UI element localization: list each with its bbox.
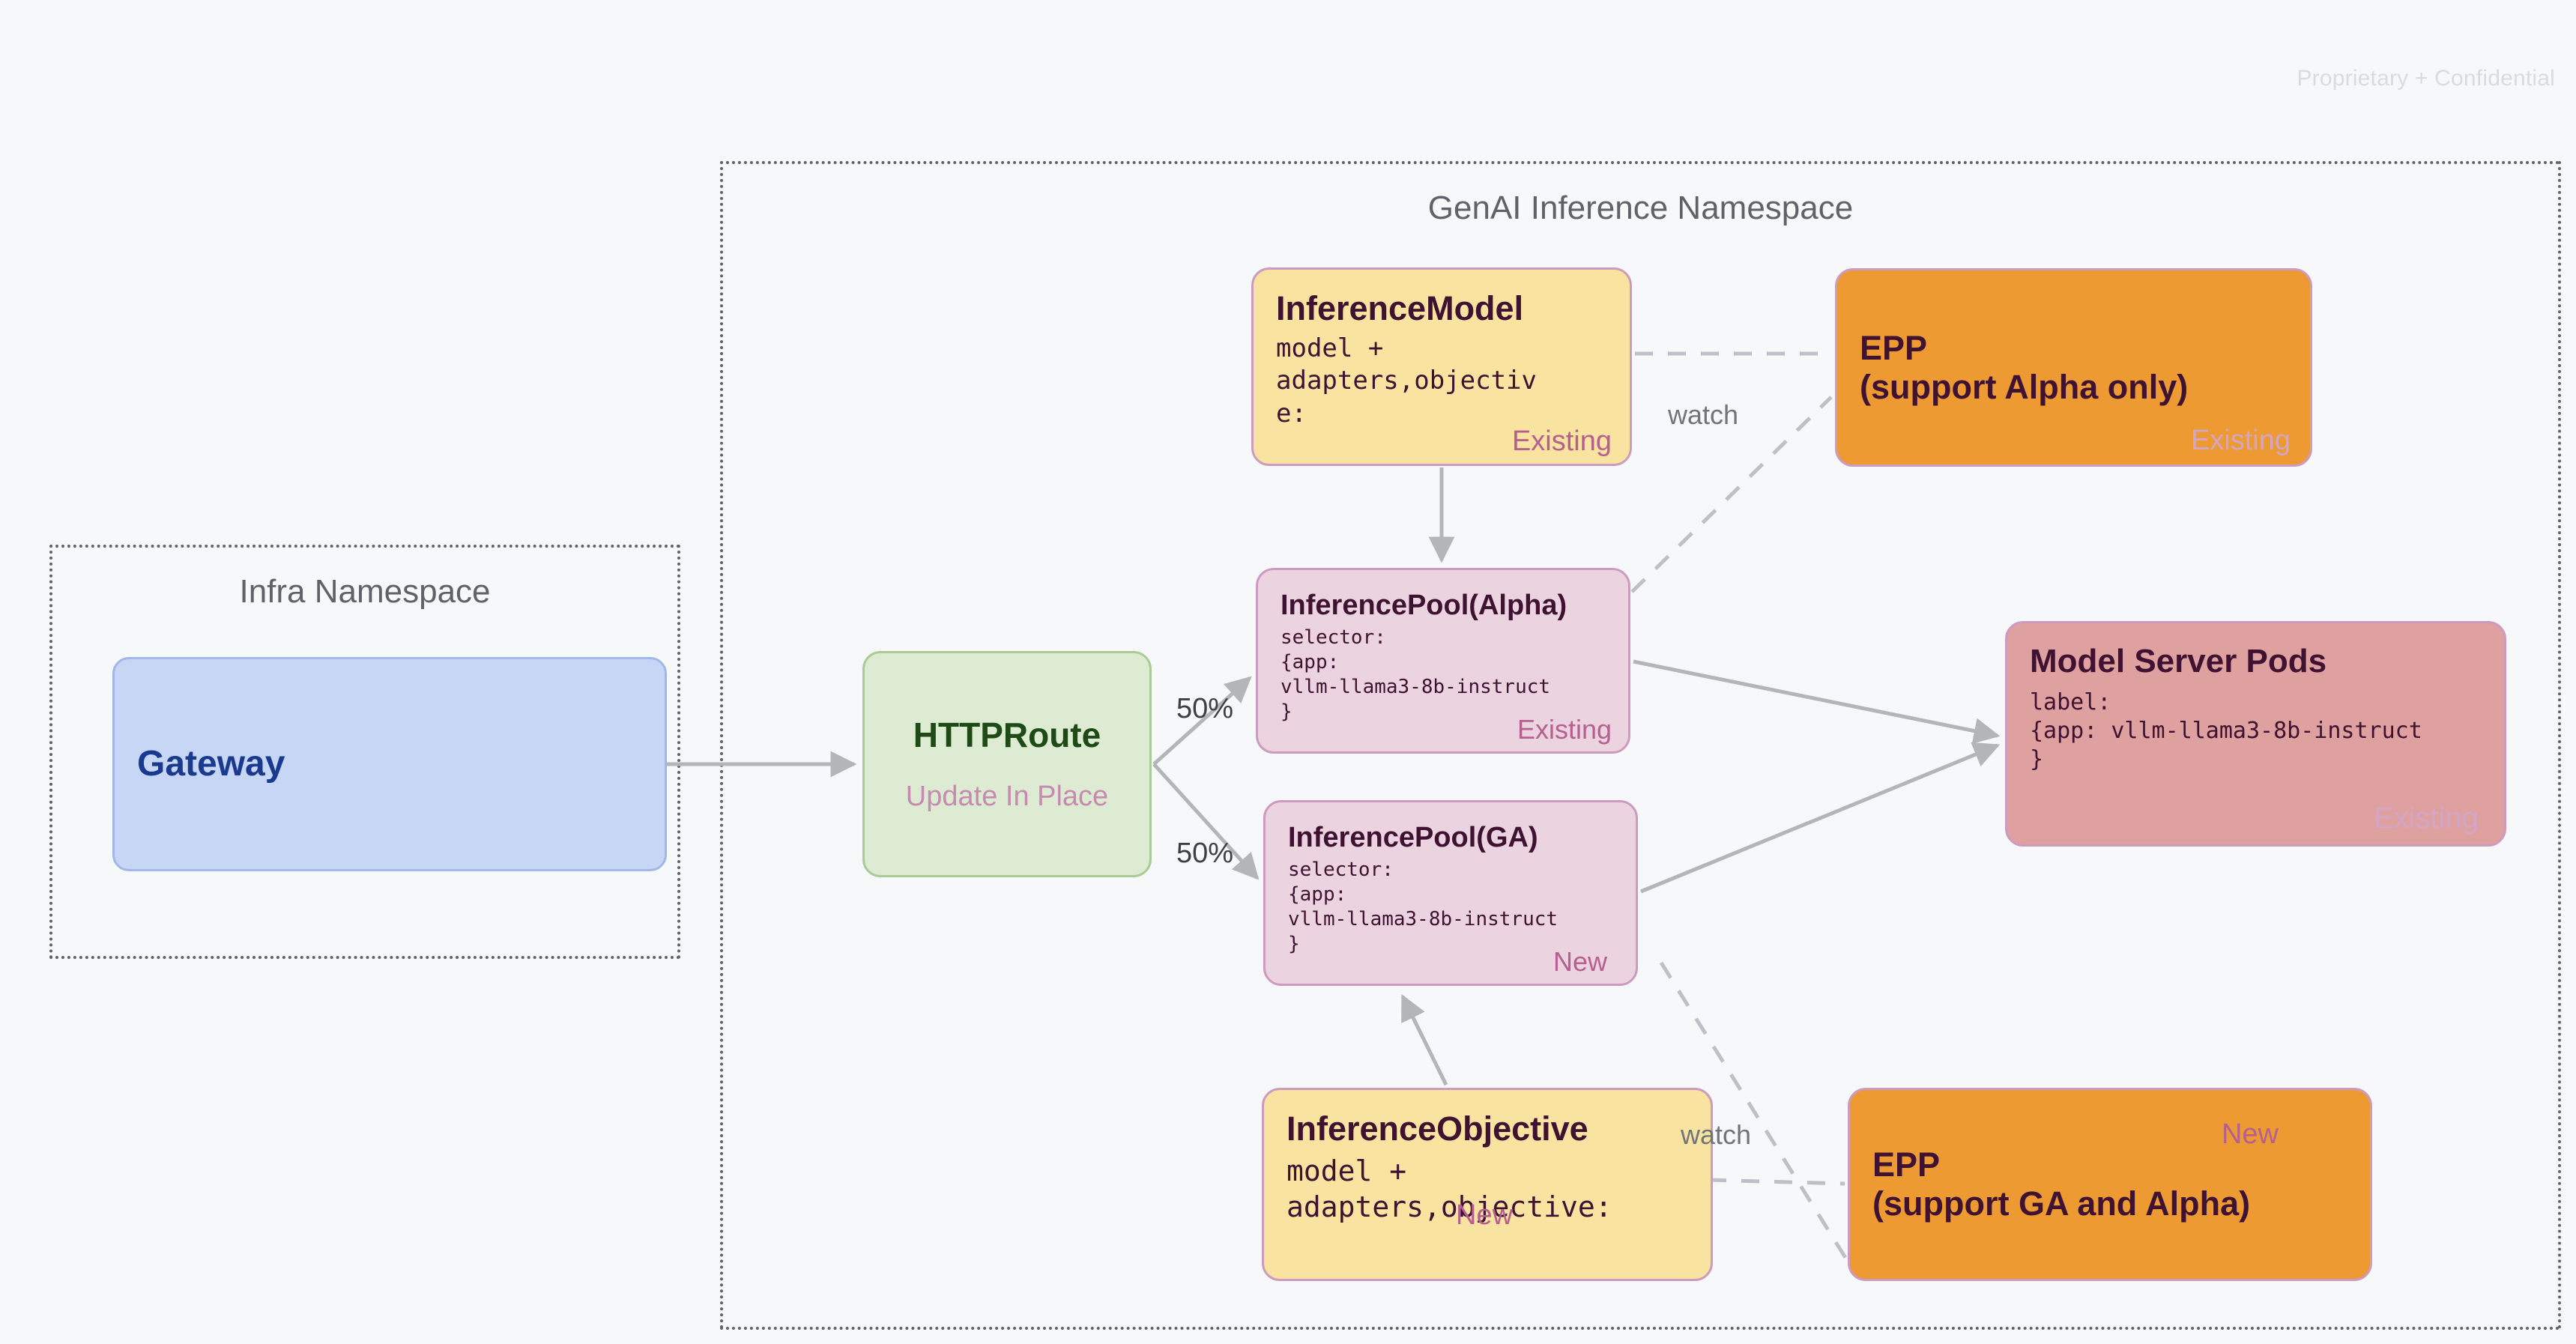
- node-model-server-pods-code: label: {app: vllm-llama3-8b-instruct }: [2030, 688, 2422, 773]
- node-inference-pool-ga-title: InferencePool(GA): [1288, 822, 1538, 853]
- node-inference-pool-alpha[interactable]: InferencePool(Alpha) selector: {app: vll…: [1256, 568, 1630, 754]
- node-inference-model-title: InferenceModel: [1276, 289, 1524, 327]
- node-httproute[interactable]: HTTPRoute Update In Place: [862, 651, 1152, 877]
- node-inference-model[interactable]: InferenceModel model + adapters,objectiv…: [1251, 267, 1632, 466]
- node-inference-model-code: model + adapters,objectiv e:: [1276, 333, 1537, 429]
- status-badge-epp-alpha: Existing: [2190, 425, 2291, 456]
- node-gateway-title: Gateway: [137, 744, 285, 784]
- node-epp-alpha-title: EPP (support Alpha only): [1860, 328, 2189, 406]
- confidentiality-watermark: Proprietary + Confidential: [2297, 66, 2555, 91]
- node-inference-pool-alpha-code: selector: {app: vllm-llama3-8b-instruct …: [1281, 626, 1551, 724]
- edge-label-split-bottom: 50%: [1176, 838, 1234, 869]
- status-badge-inference-pool-alpha: Existing: [1517, 714, 1612, 745]
- namespace-genai: [720, 161, 2561, 1330]
- node-model-server-pods[interactable]: Model Server Pods label: {app: vllm-llam…: [2005, 621, 2506, 847]
- node-inference-pool-alpha-title: InferencePool(Alpha): [1281, 590, 1567, 621]
- edge-label-split-top: 50%: [1176, 693, 1234, 724]
- status-badge-model-server-pods: Existing: [2373, 802, 2479, 835]
- status-badge-inference-model: Existing: [1511, 426, 1612, 457]
- node-epp-ga-title: EPP (support GA and Alpha): [1872, 1145, 2251, 1223]
- namespace-infra-title: Infra Namespace: [239, 573, 491, 610]
- node-inference-objective-title: InferenceObjective: [1287, 1110, 1588, 1148]
- node-inference-objective-code: model + adapters,objective:: [1287, 1154, 1612, 1224]
- status-badge-inference-pool-ga: New: [1552, 946, 1607, 977]
- node-inference-objective[interactable]: InferenceObjective model + adapters,obje…: [1262, 1088, 1713, 1281]
- node-epp-alpha[interactable]: EPP (support Alpha only) Existing: [1835, 268, 2312, 467]
- edge-label-watch-top: watch: [1668, 399, 1739, 430]
- status-badge-epp-ga: New: [2221, 1119, 2279, 1150]
- node-httproute-title: HTTPRoute: [913, 715, 1101, 755]
- node-inference-pool-ga[interactable]: InferencePool(GA) selector: {app: vllm-l…: [1263, 800, 1638, 986]
- node-epp-ga[interactable]: EPP (support GA and Alpha) New: [1848, 1088, 2372, 1281]
- node-gateway[interactable]: Gateway: [112, 657, 667, 871]
- edge-label-watch-bottom: watch: [1681, 1119, 1752, 1150]
- status-badge-inference-objective: New: [1456, 1199, 1514, 1231]
- node-model-server-pods-title: Model Server Pods: [2030, 643, 2327, 679]
- namespace-infra: [49, 545, 680, 959]
- namespace-genai-title: GenAI Inference Namespace: [1427, 190, 1854, 226]
- node-httproute-subtitle: Update In Place: [905, 780, 1109, 812]
- node-inference-pool-ga-code: selector: {app: vllm-llama3-8b-instruct …: [1288, 858, 1558, 956]
